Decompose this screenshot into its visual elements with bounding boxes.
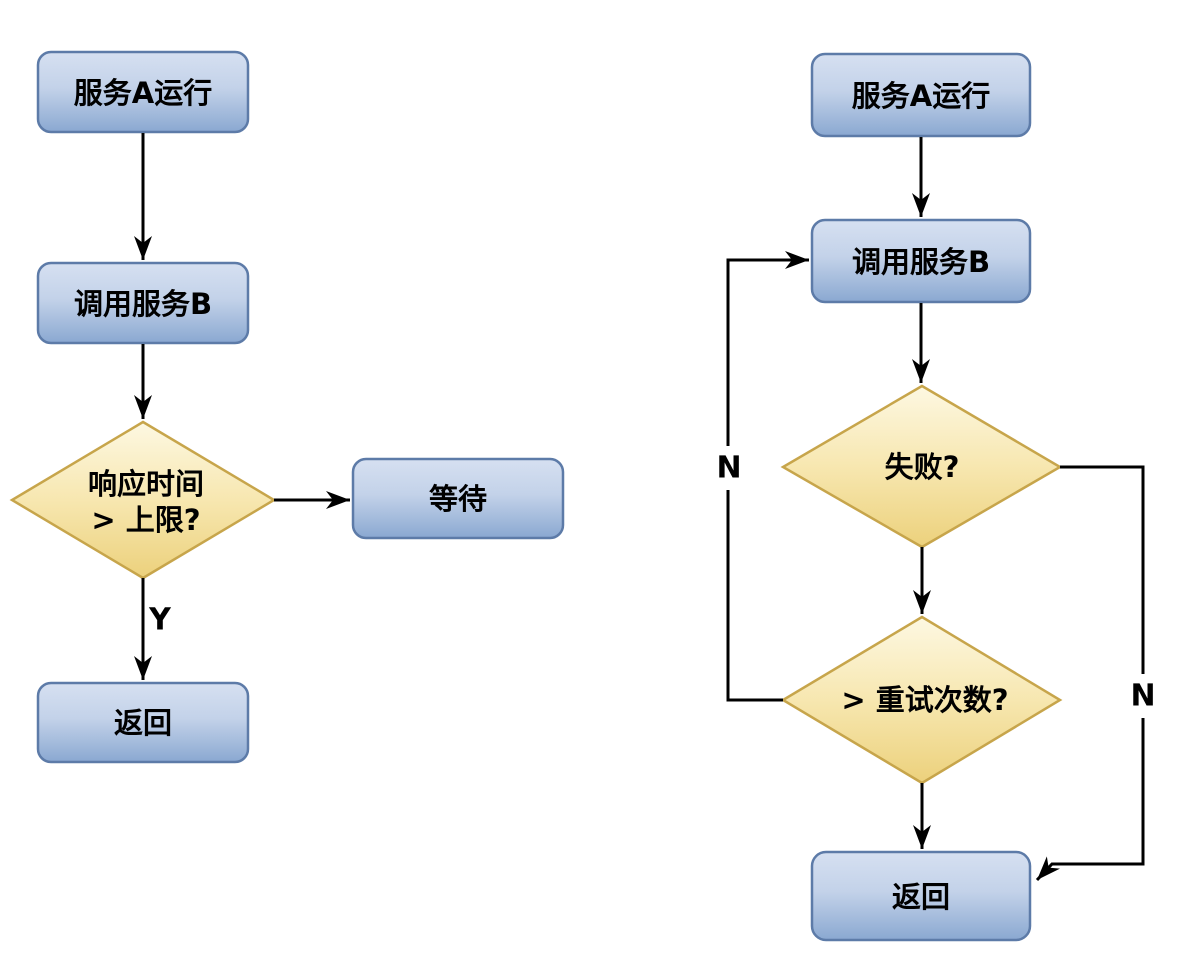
node-start-left: 服务A运行	[36, 50, 250, 134]
process-box	[36, 261, 250, 345]
node-label: 服务A运行	[74, 76, 212, 110]
process-box	[351, 457, 565, 540]
node-decision-response-time: 响应时间 > 上限?	[9, 420, 277, 580]
node-start-right: 服务A运行	[810, 52, 1032, 138]
node-label: 等待	[429, 482, 487, 516]
node-label-line1: 响应时间	[88, 467, 204, 501]
node-return-left: 返回	[36, 681, 250, 764]
node-label: 返回	[892, 880, 950, 914]
process-box	[810, 52, 1032, 138]
edge-label-yes: Y	[148, 603, 172, 638]
edge-label-no-left: N	[716, 451, 741, 486]
process-box	[36, 681, 250, 764]
node-decision-retry: > 重试次数?	[780, 615, 1063, 785]
node-wait: 等待	[351, 457, 565, 540]
node-label: 失败?	[885, 450, 960, 484]
connector-fail-no-to-return	[1035, 465, 1145, 882]
label-gap	[1126, 674, 1160, 718]
label-gap	[712, 446, 746, 490]
process-box	[810, 850, 1032, 942]
node-label: > 重试次数?	[841, 683, 1008, 717]
node-label: 返回	[114, 706, 172, 740]
node-label: 调用服务B	[74, 287, 212, 321]
process-box	[36, 50, 250, 134]
node-call-b-right: 调用服务B	[810, 218, 1032, 304]
left-flowchart: 服务A运行 调用服务B 响应时间 > 上限? 等待 Y 返回	[9, 50, 565, 764]
edge-label-no-right: N	[1130, 679, 1155, 714]
node-label: 调用服务B	[852, 245, 990, 279]
node-label-line2: > 上限?	[91, 503, 200, 537]
node-call-b-left: 调用服务B	[36, 261, 250, 345]
node-return-right: 返回	[810, 850, 1032, 942]
process-box	[810, 218, 1032, 304]
node-decision-fail: 失败?	[780, 384, 1063, 549]
right-flowchart: 服务A运行 调用服务B 失败? > 重试次数? 返回 N N	[712, 52, 1160, 942]
node-label: 服务A运行	[852, 79, 990, 113]
